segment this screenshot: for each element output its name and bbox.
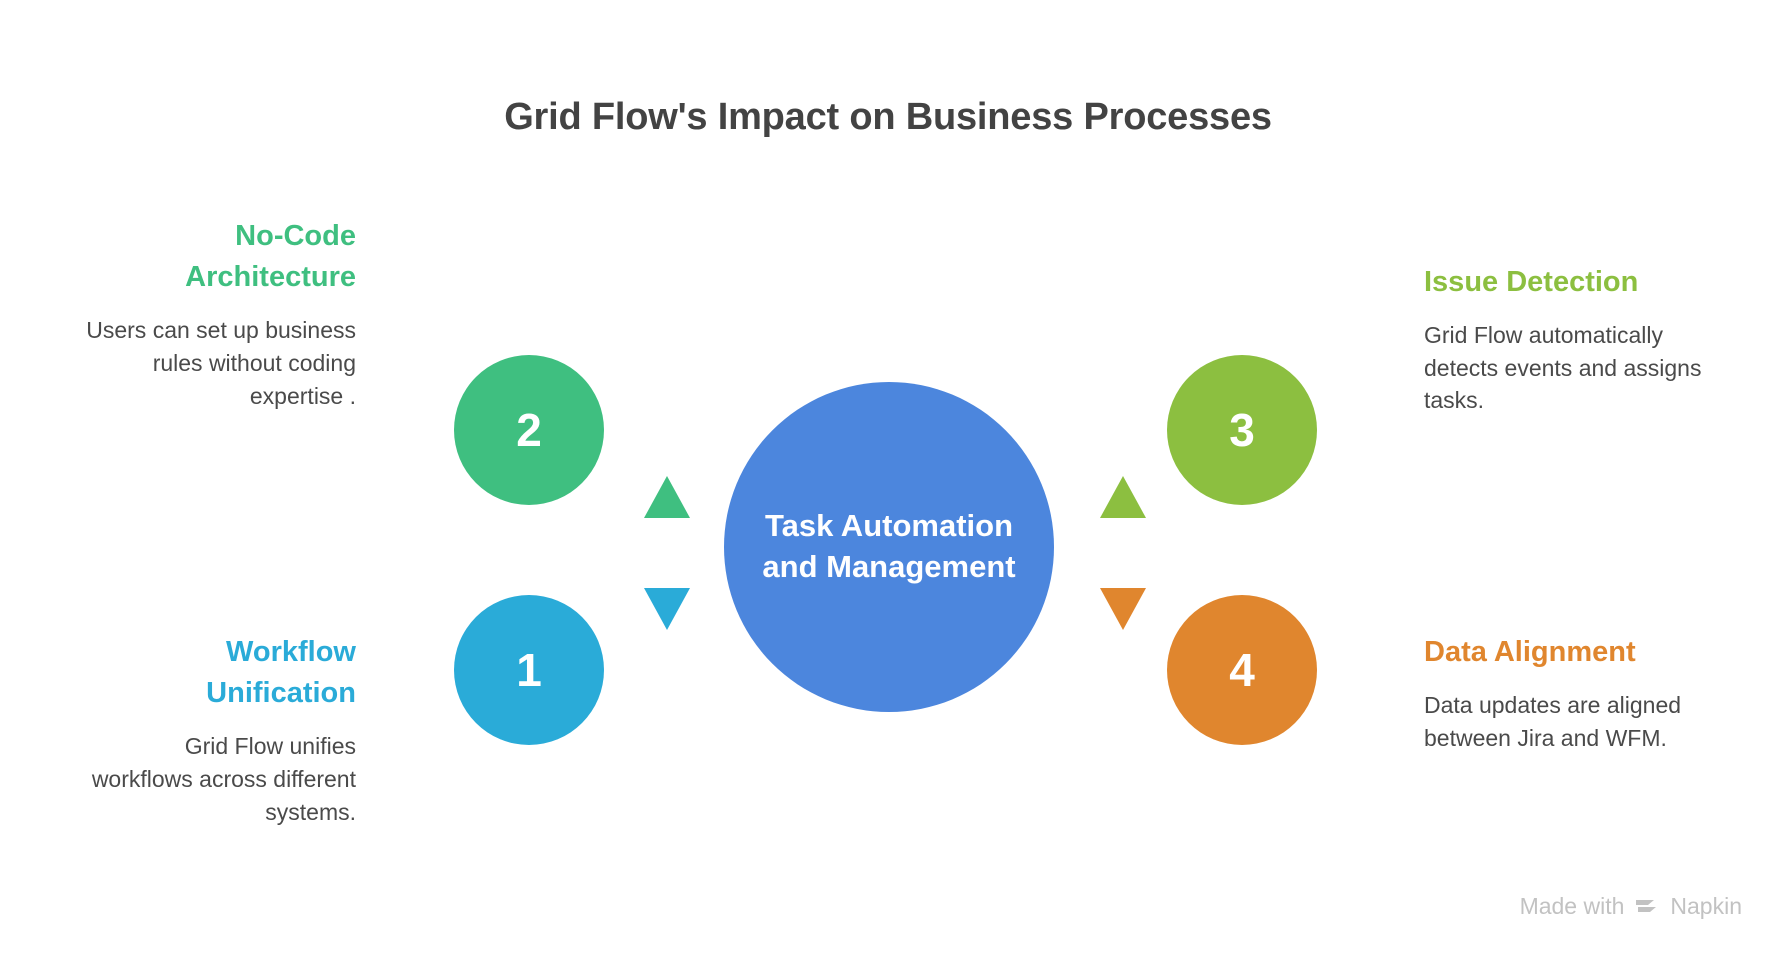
node-circle-3[interactable]: 3: [1167, 355, 1317, 505]
node-text-no-code-architecture: No-Code Architecture Users can set up bu…: [84, 216, 356, 412]
node-circle-number-1: 1: [516, 644, 542, 696]
node-circle-number-3: 3: [1229, 404, 1255, 456]
center-hub-circle[interactable]: Task Automation and Management: [724, 382, 1054, 712]
triangle-down-icon-right: [1100, 588, 1146, 630]
node-body-data-alignment: Data updates are aligned between Jira an…: [1424, 692, 1682, 751]
napkin-logo-icon: [1634, 896, 1660, 918]
node-body-no-code-architecture: Users can set up business rules without …: [86, 317, 356, 409]
node-heading-issue-detection: Issue Detection: [1424, 266, 1639, 298]
triangle-up-icon-left: [644, 476, 690, 518]
node-heading-workflow-unification: Workflow Unification: [206, 636, 356, 710]
node-circle-2[interactable]: 2: [454, 355, 604, 505]
node-circle-4[interactable]: 4: [1167, 595, 1317, 745]
node-text-issue-detection: Issue Detection Grid Flow automatically …: [1424, 262, 1724, 417]
watermark: Made with Napkin: [1520, 893, 1742, 920]
node-body-issue-detection: Grid Flow automatically detects events a…: [1424, 322, 1702, 414]
node-circle-1[interactable]: 1: [454, 595, 604, 745]
watermark-brand: Napkin: [1670, 893, 1742, 919]
center-hub-label: Task Automation and Management: [762, 508, 1016, 584]
node-heading-no-code-architecture: No-Code Architecture: [185, 220, 356, 294]
triangle-down-icon-left: [644, 588, 690, 630]
node-body-workflow-unification: Grid Flow unifies workflows across diffe…: [91, 733, 356, 825]
triangle-up-icon-right: [1100, 476, 1146, 518]
node-circle-number-4: 4: [1229, 644, 1255, 696]
node-text-workflow-unification: Workflow Unification Grid Flow unifies w…: [84, 632, 356, 828]
node-text-data-alignment: Data Alignment Data updates are aligned …: [1424, 632, 1724, 754]
watermark-prefix: Made with: [1519, 893, 1625, 919]
node-heading-data-alignment: Data Alignment: [1424, 636, 1636, 668]
node-circle-number-2: 2: [516, 404, 542, 456]
page-title: Grid Flow's Impact on Business Processes: [504, 96, 1272, 138]
